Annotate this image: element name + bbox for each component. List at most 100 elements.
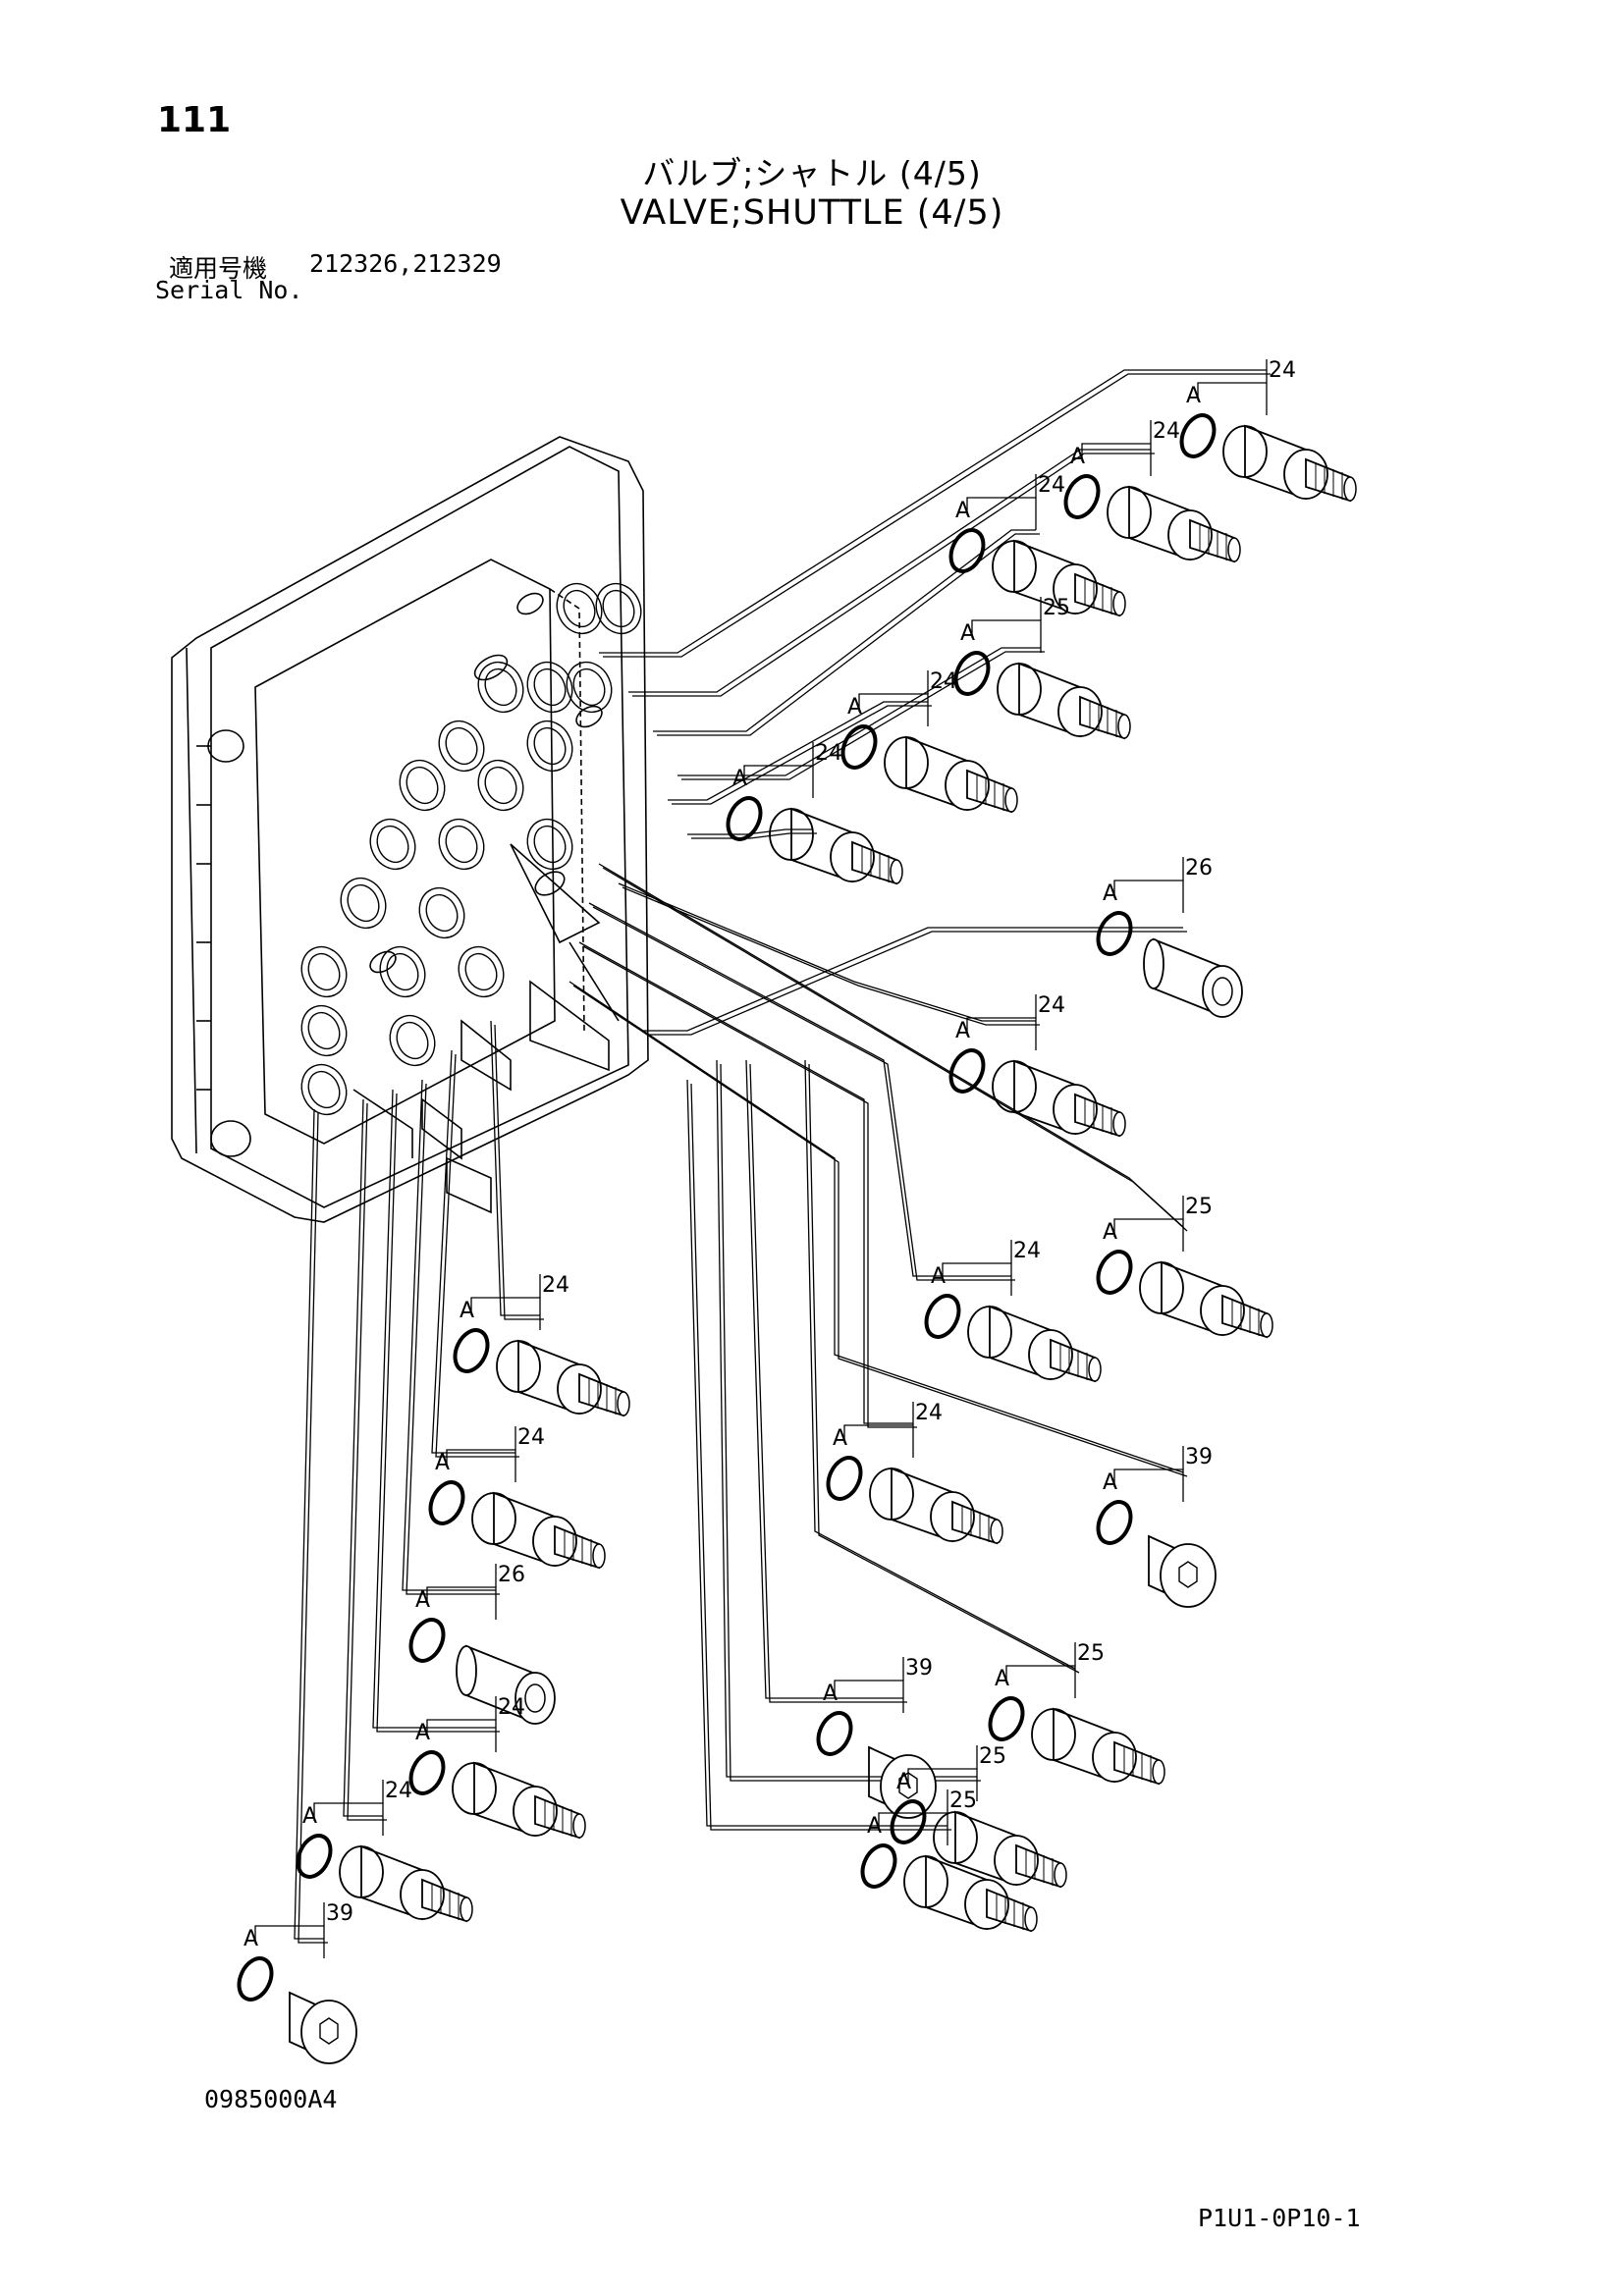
oring-label: A — [955, 499, 970, 523]
shuttle-valve-block — [171, 436, 649, 1223]
o-ring — [408, 1618, 446, 1663]
part-number-label: 26 — [1185, 856, 1213, 881]
oring-label: A — [435, 1451, 450, 1475]
callout-bracket — [942, 1262, 1012, 1296]
leader-line — [690, 1083, 951, 1831]
port-hole — [477, 759, 524, 812]
port-hole — [418, 886, 465, 939]
leader-line — [294, 1108, 324, 1940]
o-ring — [428, 1480, 465, 1525]
callout-24: A24 — [408, 1695, 586, 1840]
leader-lines — [294, 369, 1271, 1944]
leader-line — [672, 705, 932, 805]
o-ring — [237, 1956, 274, 2002]
oring-label: A — [995, 1667, 1009, 1691]
leader-line — [431, 1049, 515, 1454]
female-port — [1202, 965, 1243, 1018]
part-number-label: 25 — [949, 1789, 977, 1813]
fitting-tip — [617, 1391, 630, 1416]
oring-label: A — [415, 1721, 430, 1745]
leader-line — [808, 1063, 1080, 1674]
callout-24: A 24 — [428, 1425, 606, 1570]
callout-25: A25 — [1096, 1195, 1273, 1339]
part-number-label: 25 — [1185, 1195, 1213, 1219]
callout-bracket — [1113, 1218, 1184, 1252]
fitting-tip — [1088, 1357, 1102, 1382]
fitting-tip — [1054, 1862, 1067, 1888]
port-hole — [438, 818, 485, 871]
o-ring — [890, 1799, 927, 1844]
callout-25: A 25 — [860, 1789, 1038, 1933]
callout-bracket — [1113, 1468, 1184, 1502]
female-thread-end — [1143, 938, 1164, 989]
part-number-label: 24 — [1269, 358, 1296, 383]
oring-label: A — [955, 1019, 970, 1043]
callout-39: A39 — [1096, 1445, 1217, 1608]
port-hole — [556, 582, 603, 635]
port-hole — [369, 818, 416, 871]
part-number-label: 24 — [1038, 993, 1065, 1018]
port-hole — [477, 661, 524, 714]
port-hole — [526, 720, 573, 773]
o-ring — [726, 796, 763, 841]
part-number-label: 24 — [517, 1425, 545, 1450]
female-port-inner — [1212, 977, 1233, 1006]
oring-label: A — [1103, 881, 1117, 906]
title-japanese: バルブ;シャトル (4/5) — [642, 154, 982, 192]
female-thread-end — [456, 1645, 477, 1696]
callout-bracket — [834, 1680, 904, 1713]
port-hole — [300, 945, 348, 998]
leader-line — [687, 828, 813, 835]
o-ring — [1096, 911, 1133, 956]
leader-line — [588, 902, 1011, 1277]
page-code: P1U1-0P10-1 — [1198, 2204, 1361, 2232]
o-ring — [1096, 1500, 1133, 1545]
callout-24: A 24 — [948, 993, 1126, 1138]
oring-label: A — [867, 1814, 882, 1839]
page-number: 111 — [157, 100, 232, 140]
callout-bracket — [878, 1812, 948, 1845]
port-hole — [300, 1004, 348, 1057]
callout-bracket — [966, 497, 1037, 530]
leader-line — [618, 882, 1036, 1022]
part-number-label: 24 — [915, 1401, 943, 1425]
oring-label: A — [823, 1682, 838, 1706]
leader-line — [599, 369, 1267, 654]
leader-line — [632, 453, 1155, 697]
o-ring — [1063, 474, 1101, 519]
port-hole — [399, 759, 446, 812]
callout-bracket — [971, 619, 1042, 653]
part-number-label: 24 — [1038, 473, 1065, 498]
o-ring — [988, 1696, 1025, 1741]
leader-line — [622, 886, 1040, 1026]
oring-label: A — [244, 1927, 258, 1951]
part-number-label: 39 — [1185, 1445, 1213, 1469]
leader-line — [681, 651, 1045, 780]
part-number-label: 25 — [1043, 596, 1070, 620]
callout-25: A25 — [988, 1641, 1165, 1786]
serial-values: 212326,212329 — [309, 249, 502, 278]
oring-label: A — [1186, 384, 1201, 408]
oring-label: A — [960, 621, 975, 646]
oring-label: A — [896, 1770, 911, 1794]
o-ring — [826, 1456, 863, 1501]
part-number-label: 24 — [1013, 1239, 1041, 1263]
leader-line — [643, 927, 1183, 1032]
fitting-tip — [1343, 476, 1357, 502]
oring-label: A — [833, 1426, 847, 1451]
oring-label: A — [847, 695, 862, 720]
female-port — [514, 1672, 556, 1725]
callout-bracket — [1081, 443, 1152, 476]
leader-line — [657, 533, 1040, 736]
callout-24: A 24 — [826, 1401, 1003, 1545]
leader-line — [435, 1053, 519, 1458]
port-hole — [340, 877, 387, 930]
fitting-tip — [1117, 714, 1131, 739]
o-ring — [453, 1328, 490, 1373]
plug-head — [300, 2000, 357, 2064]
callout-bracket — [1113, 880, 1184, 913]
leader-line — [582, 945, 917, 1428]
callout-24: A24 — [1063, 419, 1241, 563]
callout-25: A 25 — [890, 1744, 1067, 1889]
fitting-tip — [572, 1813, 586, 1839]
